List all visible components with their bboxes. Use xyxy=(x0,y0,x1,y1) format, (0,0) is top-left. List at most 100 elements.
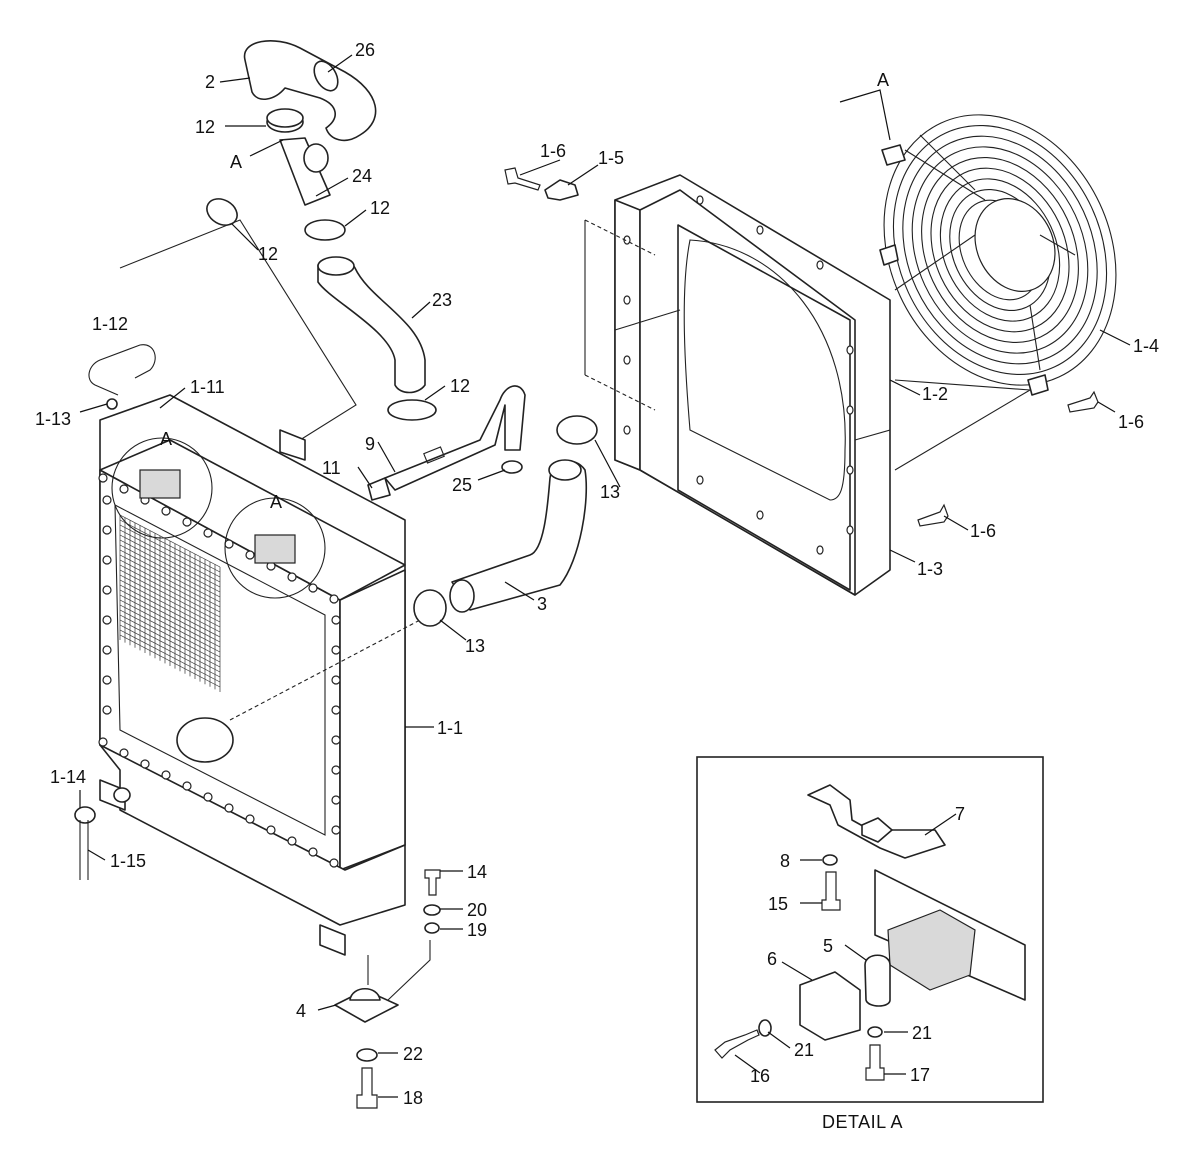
label-11: 11 xyxy=(322,458,341,478)
radiator-mesh xyxy=(119,514,221,692)
label-18: 18 xyxy=(403,1088,423,1108)
bolt-16 xyxy=(714,1029,760,1059)
clamp-13-upper xyxy=(556,415,598,445)
label-12: 12 xyxy=(450,376,470,396)
washer-19 xyxy=(424,922,440,934)
fan-shroud xyxy=(584,174,1032,596)
label-2: 2 xyxy=(205,72,215,92)
label-1-15: 1-15 xyxy=(110,851,146,871)
clamp-12-upper xyxy=(266,108,304,128)
detail-a-box xyxy=(696,756,1044,1103)
label-12: 12 xyxy=(370,198,390,218)
label-9: 9 xyxy=(365,434,375,454)
mount-bracket-a2 xyxy=(254,534,296,564)
washer-8 xyxy=(822,854,838,866)
clamp-12-mid xyxy=(304,219,346,241)
label-15: 15 xyxy=(768,894,788,914)
label-a: A xyxy=(877,70,889,90)
radiator-bolts xyxy=(98,473,341,868)
bolt-14 xyxy=(424,869,441,896)
shroud-holes xyxy=(623,195,854,555)
overflow-pipe-1-12 xyxy=(88,344,156,396)
label-7: 7 xyxy=(955,804,965,824)
label-17: 17 xyxy=(910,1065,930,1085)
shroud-fasteners xyxy=(504,167,1099,527)
label-1-5: 1-5 xyxy=(598,148,624,168)
hose-9 xyxy=(384,385,526,491)
label-1-6: 1-6 xyxy=(540,141,566,161)
washer-22 xyxy=(356,1048,378,1062)
label-1-14: 1-14 xyxy=(50,767,86,787)
label-21: 21 xyxy=(912,1023,932,1043)
label-19: 19 xyxy=(467,920,487,940)
label-1-6: 1-6 xyxy=(1118,412,1144,432)
clamp-13-lower xyxy=(413,589,447,627)
fan-guard-1-4 xyxy=(879,114,1117,396)
detail-a-caption: DETAIL A xyxy=(822,1112,903,1132)
label-1-13: 1-13 xyxy=(35,409,71,429)
hose-23 xyxy=(317,258,426,394)
bolt-15 xyxy=(821,871,841,911)
label-1-11: 1-11 xyxy=(190,377,225,397)
label-a: A xyxy=(230,152,242,172)
leader-lines xyxy=(79,54,1131,1098)
bolt-18 xyxy=(356,1067,378,1109)
part-labels: 26 2 12 A 24 12 12 23 12 1-12 1-11 1-13 … xyxy=(35,40,1159,1132)
washer-21-right xyxy=(867,1026,883,1038)
label-20: 20 xyxy=(467,900,487,920)
label-22: 22 xyxy=(403,1044,423,1064)
label-12: 12 xyxy=(195,117,215,137)
drain-port xyxy=(113,787,131,803)
label-12: 12 xyxy=(258,244,278,264)
clamp-12-lower xyxy=(387,399,437,421)
mount-bracket-a1 xyxy=(139,469,181,499)
label-1-4: 1-4 xyxy=(1133,336,1159,356)
bolt-1-6-top xyxy=(504,167,541,191)
label-16: 16 xyxy=(750,1066,770,1086)
label-25: 25 xyxy=(452,475,472,495)
label-23: 23 xyxy=(432,290,452,310)
label-1-3: 1-3 xyxy=(917,559,943,579)
radiator-mount xyxy=(334,869,441,1109)
label-4: 4 xyxy=(296,1001,306,1021)
hose-2 xyxy=(243,40,377,142)
hose-24-end xyxy=(303,143,329,173)
label-5: 5 xyxy=(823,936,833,956)
label-21: 21 xyxy=(794,1040,814,1060)
clip-25 xyxy=(501,460,523,474)
bolt-1-6-lower xyxy=(917,503,949,527)
label-26: 26 xyxy=(355,40,375,60)
upper-hose-assembly xyxy=(119,40,437,441)
rubber-5 xyxy=(864,954,891,1007)
label-3: 3 xyxy=(537,594,547,614)
label-1-1: 1-1 xyxy=(437,718,463,738)
clamp-12-left xyxy=(206,198,238,226)
drain-cock-1-14 xyxy=(74,806,96,824)
label-8: 8 xyxy=(780,851,790,871)
label-14: 14 xyxy=(467,862,487,882)
bolt-1-6-right xyxy=(1067,390,1099,413)
bracket-1-5 xyxy=(544,179,579,201)
label-1-6: 1-6 xyxy=(970,521,996,541)
outlet-neck xyxy=(176,717,234,763)
drain-cock xyxy=(74,806,96,880)
label-24: 24 xyxy=(352,166,372,186)
detail-a-circle-2 xyxy=(224,497,326,599)
lower-hose-assembly xyxy=(367,385,598,627)
detail-a-circle-1 xyxy=(111,437,213,539)
bracket-7 xyxy=(807,784,946,859)
o-ring-1-13 xyxy=(106,398,118,410)
shroud-opening xyxy=(683,239,846,501)
label-1-12: 1-12 xyxy=(92,314,128,334)
label-13: 13 xyxy=(465,636,485,656)
fitting-11 xyxy=(367,477,391,501)
block-6 xyxy=(799,971,861,1041)
label-13: 13 xyxy=(600,482,620,502)
washer-20 xyxy=(423,904,441,916)
label-1-2: 1-2 xyxy=(922,384,948,404)
label-a: A xyxy=(270,492,282,512)
bolt-17 xyxy=(865,1044,885,1081)
label-6: 6 xyxy=(767,949,777,969)
radiator-1-1 xyxy=(98,394,421,956)
